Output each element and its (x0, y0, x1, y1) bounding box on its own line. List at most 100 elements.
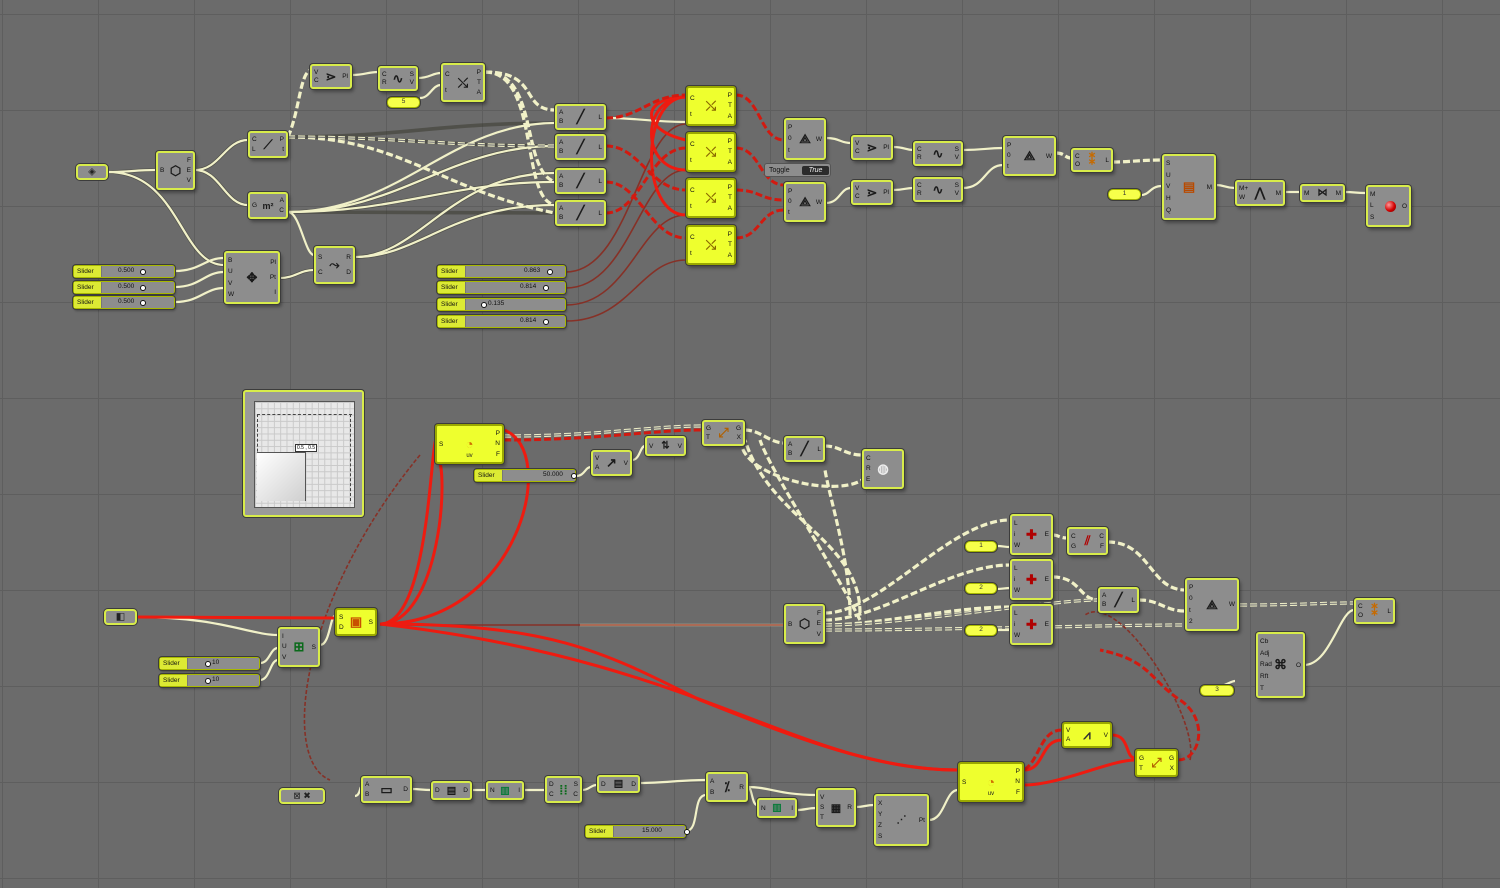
number-panel[interactable]: 3 (1200, 685, 1234, 696)
graph-plot-area[interactable]: 0.5 , 0.5 (254, 401, 355, 508)
reverse-vector-component[interactable]: V ⇅ V (645, 436, 686, 456)
slider-bottom[interactable]: Slider 15.000 (585, 825, 690, 838)
slider-v[interactable]: Slider 0.500 (73, 281, 175, 294)
bounds-component[interactable]: D ▤ D (597, 775, 640, 793)
line-icon: ╱ (1114, 592, 1123, 607)
slider-knob[interactable] (140, 269, 146, 275)
geometry-param-bottom[interactable]: ⊠ ✖ (279, 788, 325, 804)
wire (136, 615, 279, 637)
wire (286, 68, 313, 138)
polyline-icon: ⟁ (1206, 596, 1218, 612)
surface-param[interactable]: ◧ (104, 609, 137, 625)
graph-point-label[interactable]: 0.5 , 0.5 (295, 444, 318, 452)
mesh-join-component[interactable]: M+W ⋀ M (1235, 180, 1285, 206)
reverse-icon: ⇅ (661, 440, 670, 452)
slider-knob[interactable] (684, 829, 690, 835)
slider-t3[interactable]: Slider 0.135 (437, 298, 566, 311)
slider-knob[interactable] (205, 661, 211, 667)
weld-mesh-component[interactable]: M ⋈ M (1300, 184, 1345, 202)
slider-knob[interactable] (547, 269, 553, 275)
number-panel[interactable]: 2 (965, 625, 997, 636)
slider-knob[interactable] (543, 285, 549, 291)
slider-distance[interactable]: Slider 50.000 (474, 469, 577, 482)
slider-u[interactable]: Slider 0.500 (73, 265, 175, 278)
slider-knob[interactable] (571, 473, 577, 479)
brep-param[interactable]: ◈ (76, 164, 108, 180)
slider-w[interactable]: Slider 0.500 (73, 296, 175, 309)
slider-count-v[interactable]: Slider 10 (159, 674, 260, 687)
number-panel[interactable]: 2 (965, 583, 997, 594)
number-panel[interactable]: 5 (387, 97, 420, 108)
boolean-toggle[interactable]: Toggle True (764, 163, 831, 177)
slider-count-u[interactable]: Slider 10 (159, 657, 260, 670)
slider-knob[interactable] (543, 319, 549, 325)
wire (1023, 758, 1136, 787)
range-component[interactable]: N ▥ I (486, 781, 524, 800)
slider-t4[interactable]: Slider 0.814 (437, 315, 566, 328)
slider-knob[interactable] (205, 678, 211, 684)
number-panel[interactable]: 1 (965, 541, 997, 552)
construct-domain-component[interactable]: D ▤ D (431, 781, 472, 800)
range-component-2[interactable]: N ▥ I (757, 798, 797, 818)
slider-t2[interactable]: Slider 0.814 (437, 281, 566, 294)
slider-t1[interactable]: Slider 0.863 (437, 265, 566, 278)
graph-mapper[interactable]: 0.5 , 0.5 (243, 390, 364, 517)
slider-knob[interactable] (140, 285, 146, 291)
slider-knob[interactable] (140, 300, 146, 306)
slider-knob[interactable] (481, 302, 487, 308)
number-panel[interactable]: 1 (1108, 189, 1141, 200)
toggle-value[interactable]: True (802, 165, 829, 175)
